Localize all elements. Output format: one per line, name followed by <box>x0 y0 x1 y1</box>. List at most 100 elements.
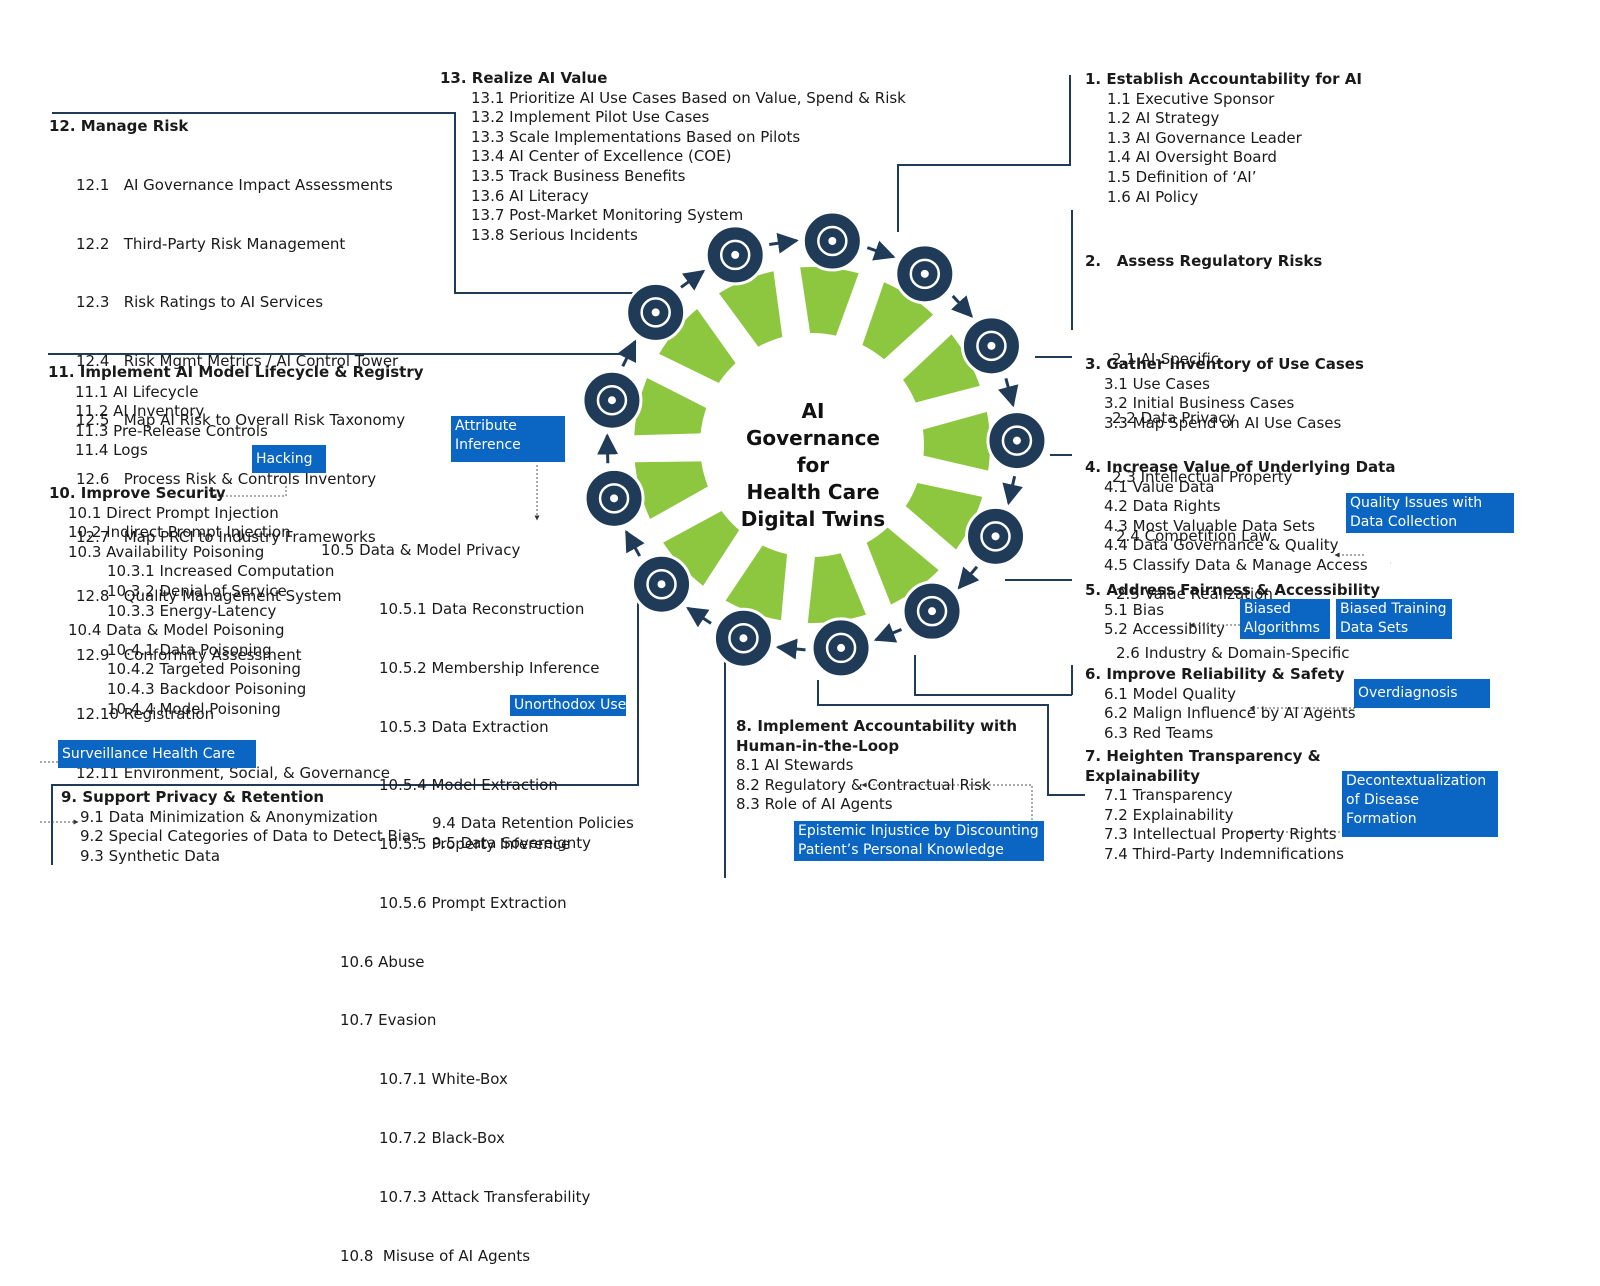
connector-lines <box>48 75 1085 878</box>
section-title: 4. Increase Value of Underlying Data <box>1085 458 1396 476</box>
list-item: 1.5 Definition of ‘AI’ <box>1107 167 1257 186</box>
list-item: 10.5.6 Prompt Extraction <box>379 893 567 912</box>
section-title: 5. Address Fairness & Accessibility <box>1085 581 1381 599</box>
section-title: 11. Implement AI Model Lifecycle & Regis… <box>48 363 424 381</box>
tag-attribute-inference: Attribute Inference <box>451 416 565 462</box>
list-item: 10.5.4 Model Extraction <box>379 776 558 795</box>
brain-circuit-icon <box>581 369 643 431</box>
list-item: 6.2 Malign Influence by AI Agents <box>1104 704 1356 723</box>
section-title: 3. Gather Inventory of Use Cases <box>1085 355 1364 373</box>
cycle-arrow <box>873 623 903 643</box>
list-item: 1.1 Executive Sponsor <box>1107 89 1275 108</box>
diagram-center-title: AI Governance for Health Care Digital Tw… <box>733 398 893 533</box>
tag-overdiagnosis: Overdiagnosis <box>1354 679 1490 708</box>
cycle-arrow <box>617 339 637 367</box>
tag-line: Decontextualization <box>1346 773 1487 789</box>
diagram-canvas <box>40 75 1364 878</box>
list-item: 10.7.1 White-Box <box>379 1070 508 1089</box>
wheel-wedge <box>807 553 866 623</box>
list-item: 12.1 AI Governance Impact Assessments <box>76 175 393 194</box>
tag-line: Formation <box>1346 811 1417 827</box>
list-item: 7.2 Explainability <box>1104 805 1234 824</box>
list-item: 13.6 AI Literacy <box>471 186 589 205</box>
section-3: 3. Gather Inventory of Use Cases 3.1 Use… <box>1085 355 1364 433</box>
section-title: 6. Improve Reliability & Safety <box>1085 665 1345 683</box>
tag-line: Data Collection <box>1350 514 1458 530</box>
list-item: 1.6 AI Policy <box>1107 187 1199 206</box>
tag-line: Biased <box>1244 601 1291 617</box>
list-item: 10.4.4 Model Poisoning <box>107 699 281 718</box>
list-item: 12.10 Registration <box>76 704 215 723</box>
list-item: 10.6 Abuse <box>340 952 425 971</box>
list-item: 12.2 Third-Party Risk Management <box>76 234 346 253</box>
cycle-arrow <box>1002 475 1023 506</box>
section-title: 7. Heighten Transparency & <box>1085 747 1321 765</box>
wheel-wedge <box>659 309 736 383</box>
list-item: 3.3 Map Spend on AI Use Cases <box>1104 413 1342 432</box>
cycle-arrows <box>597 232 1023 660</box>
section-12: 12. Manage Risk 12.1 AI Governance Impac… <box>49 117 405 822</box>
section-title: 1. Establish Accountability for AI <box>1085 70 1362 88</box>
list-item: 10.4.3 Backdoor Poisoning <box>107 679 307 698</box>
tag-line: Data Sets <box>1340 620 1409 636</box>
tag-line: Inference <box>455 437 521 453</box>
tag-line: Biased Training <box>1340 601 1447 617</box>
cycle-arrow <box>957 565 980 590</box>
list-item: 1.2 AI Strategy <box>1107 109 1220 128</box>
list-item: 12.11 Environment, Social, & Governance <box>76 763 390 782</box>
icon-nodes <box>581 210 1048 679</box>
overlap-circles-icon <box>810 617 872 679</box>
section-13: 13. Realize AI Value 13.1 Prioritize AI … <box>440 69 906 245</box>
section-9-column-b: 9.4 Data Retention Policies 9.5 Data Sov… <box>432 814 634 853</box>
list-item: 6.1 Model Quality <box>1104 684 1237 703</box>
cycle-arrow <box>769 232 799 254</box>
list-item: 3.1 Use Cases <box>1104 374 1210 393</box>
wheel-wedge <box>718 271 783 347</box>
list-item: 13.7 Post-Market Monitoring System <box>471 206 744 225</box>
cycle-arrow <box>680 269 706 291</box>
cycle-arrow <box>951 294 973 318</box>
cycle-arrow <box>775 638 806 660</box>
list-item: 4.3 Most Valuable Data Sets <box>1104 516 1316 535</box>
list-item: 2.2 Data Privacy <box>1112 408 1236 427</box>
center-title-line: Digital Twins <box>740 507 886 531</box>
list-item: 12.9 Conformity Assessment <box>76 646 302 665</box>
list-item: 12.7 Map PRCI to Industry Frameworks <box>76 528 376 547</box>
list-item: 9.2 Special Categories of Data to Detect… <box>80 827 419 846</box>
section-title: 13. Realize AI Value <box>440 69 608 87</box>
section-10-column-b: 10.5 Data & Model Privacy 10.5.1 Data Re… <box>321 502 599 1286</box>
tag-line: Epistemic Injustice by Discounting <box>798 823 1039 839</box>
list-item: 10.3 Availability Poisoning <box>68 542 265 561</box>
list-item: 10.4.2 Targeted Poisoning <box>107 660 301 679</box>
wheel-wedge <box>905 482 983 550</box>
list-item: 6.3 Red Teams <box>1104 723 1214 742</box>
cycle-arrow <box>686 606 712 628</box>
wheel-wedge <box>725 545 788 621</box>
section-4: 4. Increase Value of Underlying Data 4.1… <box>1085 458 1395 576</box>
list-item: 13.1 Prioritize AI Use Cases Based on Va… <box>471 88 906 107</box>
person-checklist-icon <box>712 607 774 669</box>
list-item: 10.7 Evasion <box>340 1011 437 1030</box>
list-item: 4.4 Data Governance & Quality <box>1104 536 1339 555</box>
tag-line: Algorithms <box>1244 620 1320 636</box>
list-item: 12.8 Quality Management System <box>76 587 342 606</box>
tag-quality-issues: Quality Issues with Data Collection <box>1346 493 1514 533</box>
list-item: 2.5 Value Realization <box>1116 585 1273 604</box>
list-item: 4.5 Classify Data & Manage Access <box>1104 555 1368 574</box>
tag-line: Attribute <box>455 418 517 434</box>
section-title: 10. Improve Security <box>49 484 226 502</box>
list-item: 10.3.1 Increased Computation <box>107 562 335 581</box>
center-title-line: AI <box>801 399 825 423</box>
list-item: 10.7.2 Black-Box <box>379 1129 505 1147</box>
list-item: 13.4 AI Center of Excellence (COE) <box>471 147 732 166</box>
cycle-arrow <box>998 378 1019 408</box>
chart-growth-icon <box>986 410 1048 472</box>
section-6: 6. Improve Reliability & Safety 6.1 Mode… <box>1085 665 1356 743</box>
tag-line: of Disease <box>1346 792 1420 808</box>
brain-gear-icon <box>704 224 766 286</box>
tag-line: Quality Issues with <box>1350 495 1483 511</box>
list-item: 10.4.1 Data Poisoning <box>107 640 272 659</box>
tag-epistemic-injustice: Epistemic Injustice by Discounting Patie… <box>794 821 1044 861</box>
list-item: 2.4 Competition Law <box>1116 526 1272 545</box>
list-item: 9.3 Synthetic Data <box>80 846 221 865</box>
